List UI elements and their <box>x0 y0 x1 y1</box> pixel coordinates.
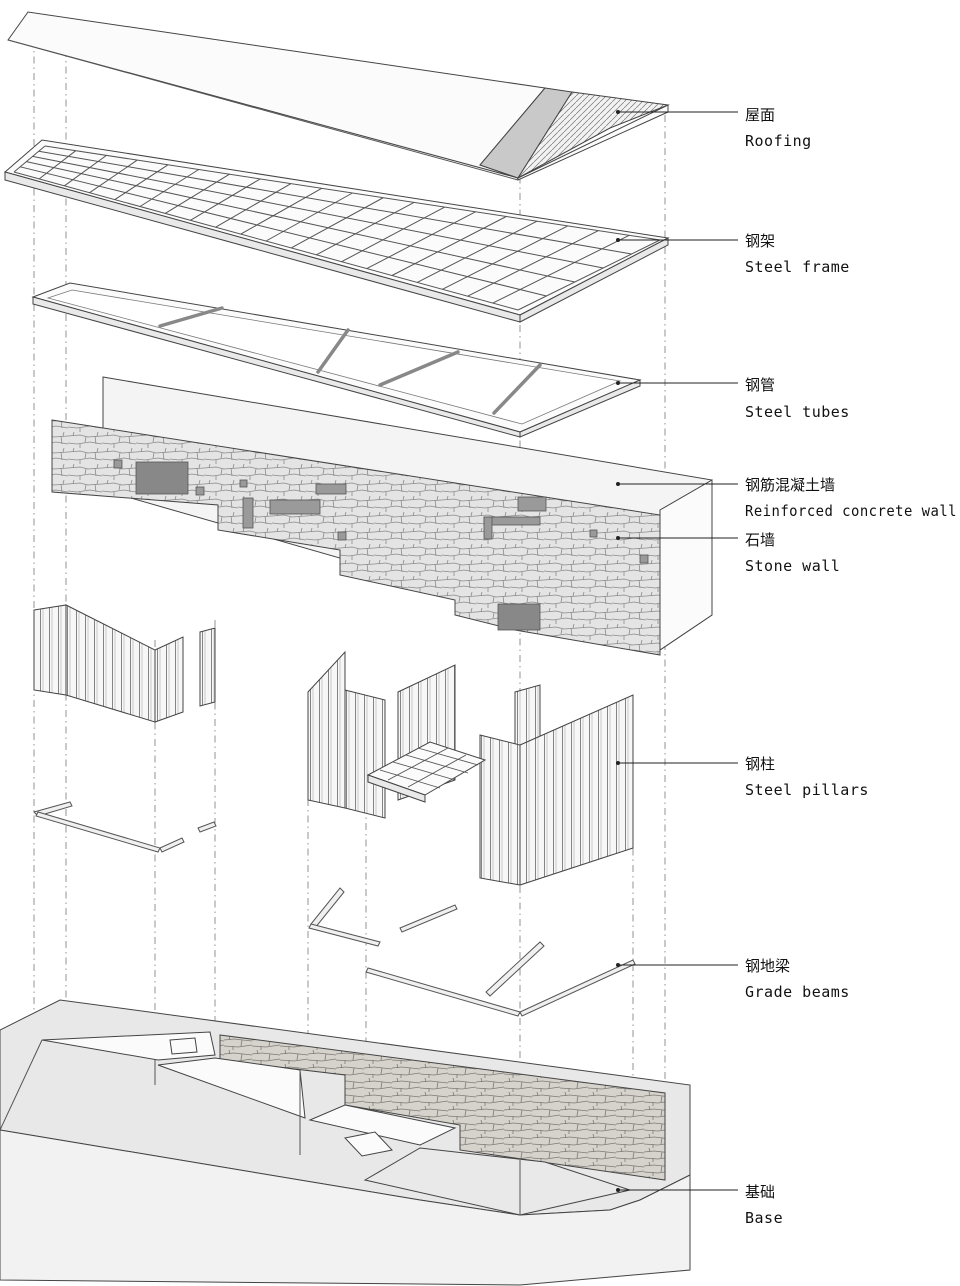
label-rc-wall-en: Reinforced concrete wall <box>745 502 957 520</box>
label-roofing-en: Roofing <box>745 132 812 150</box>
label-grade-beams-en: Grade beams <box>745 983 850 1001</box>
label-steel-pillars-en: Steel pillars <box>745 781 869 799</box>
label-steel-frame-en: Steel frame <box>745 258 850 276</box>
callout-leaders <box>616 110 738 1192</box>
steel-frame-layer <box>3 139 670 323</box>
steel-tubes-layer <box>31 282 642 438</box>
label-rc-wall-zh: 钢筋混凝土墙 <box>745 476 835 494</box>
grade-beams-layer <box>33 801 636 1017</box>
base-layer <box>0 999 691 1286</box>
label-base-en: Base <box>745 1209 783 1227</box>
label-base-zh: 基础 <box>745 1183 775 1201</box>
label-grade-beams-zh: 钢地梁 <box>745 957 790 975</box>
label-steel-tubes-en: Steel tubes <box>745 403 850 421</box>
steel-pillars-layer <box>33 604 634 886</box>
label-steel-tubes-zh: 钢管 <box>745 376 775 394</box>
label-steel-pillars-zh: 钢柱 <box>745 755 775 773</box>
label-stone-wall-en: Stone wall <box>745 557 840 575</box>
label-roofing-zh: 屋面 <box>745 106 775 124</box>
roofing-layer <box>7 11 670 181</box>
stone-wall-layer <box>51 419 661 656</box>
label-steel-frame-zh: 钢架 <box>745 232 775 250</box>
callout-labels: 屋面 Roofing 钢架 Steel frame 钢管 Steel tubes… <box>745 106 957 1227</box>
label-stone-wall-zh: 石墙 <box>745 531 775 549</box>
